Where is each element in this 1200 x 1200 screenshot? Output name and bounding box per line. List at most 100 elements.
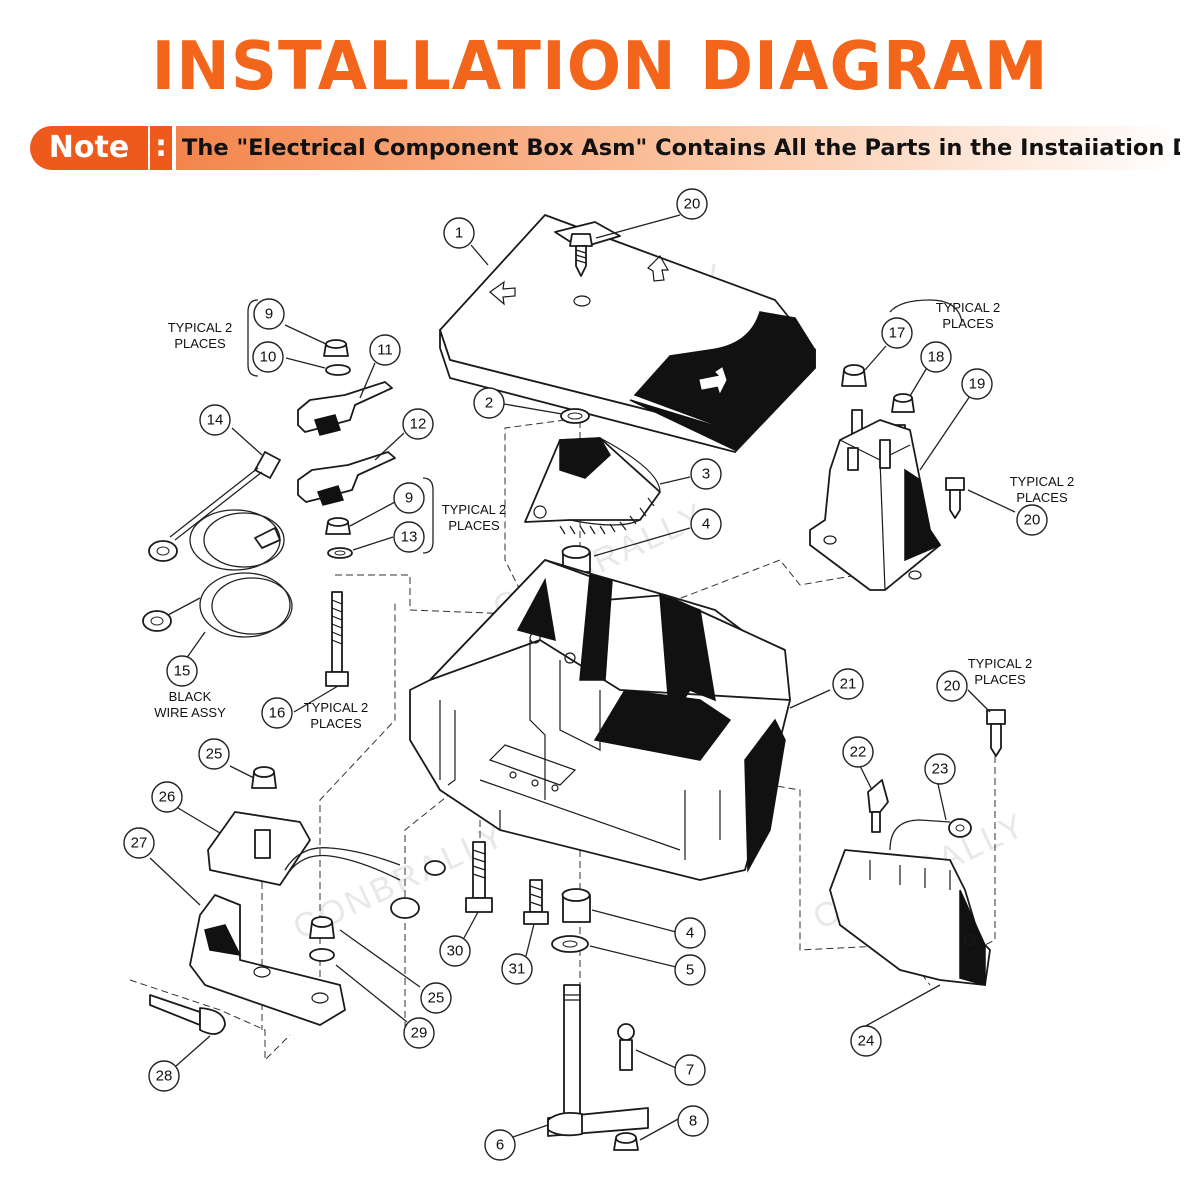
callout-2: 2 xyxy=(473,387,505,419)
callout-20: 20 xyxy=(936,670,968,702)
svg-text:26: 26 xyxy=(159,789,176,806)
svg-text:7: 7 xyxy=(686,1062,694,1079)
component-box-lid xyxy=(439,214,816,453)
page-title: INSTALLATION DIAGRAM xyxy=(151,28,1049,106)
svg-text:27: 27 xyxy=(131,835,148,852)
callout-6: 6 xyxy=(484,1129,516,1161)
callout-28: 28 xyxy=(148,1060,180,1092)
callout-10: 10 xyxy=(252,341,284,373)
brackets xyxy=(247,299,963,554)
callout-17: 17 xyxy=(881,317,913,349)
callout-21: 21 xyxy=(832,668,864,700)
callout-3: 3 xyxy=(690,458,722,490)
svg-text:19: 19 xyxy=(969,376,986,393)
svg-text:9: 9 xyxy=(405,490,413,507)
callout-9: 9 xyxy=(393,482,425,514)
callout-15: 15 xyxy=(166,655,198,687)
svg-text:25: 25 xyxy=(206,746,223,763)
leader-lines xyxy=(149,214,1016,1141)
svg-text:20: 20 xyxy=(1024,512,1041,529)
callout-23: 23 xyxy=(924,753,956,785)
svg-text:1: 1 xyxy=(455,225,463,242)
callout-5: 5 xyxy=(674,954,706,986)
svg-text:20: 20 xyxy=(944,678,961,695)
callout-20: 20 xyxy=(676,188,708,220)
svg-text:30: 30 xyxy=(447,943,464,960)
svg-text:13: 13 xyxy=(401,529,418,546)
svg-text:2: 2 xyxy=(485,395,493,412)
svg-text:29: 29 xyxy=(411,1025,428,1042)
svg-text:3: 3 xyxy=(702,466,710,483)
retaining-ring xyxy=(560,408,590,424)
svg-text:16: 16 xyxy=(269,705,286,722)
svg-text:21: 21 xyxy=(840,676,857,693)
svg-text:17: 17 xyxy=(889,325,906,342)
svg-text:24: 24 xyxy=(858,1033,875,1050)
svg-text:23: 23 xyxy=(932,761,949,778)
callout-25: 25 xyxy=(198,738,230,770)
callout-16: 16 xyxy=(261,697,293,729)
fuse-block xyxy=(829,779,991,986)
component-box-base xyxy=(409,559,791,881)
callout-7: 7 xyxy=(674,1054,706,1086)
solenoid xyxy=(809,364,942,591)
mounting-bracket xyxy=(149,766,446,1035)
spacer-top xyxy=(561,545,591,573)
callout-29: 29 xyxy=(403,1017,435,1049)
svg-text:5: 5 xyxy=(686,962,694,979)
svg-text:20: 20 xyxy=(684,196,701,213)
bottom-hardware xyxy=(465,841,649,1151)
svg-text:22: 22 xyxy=(850,744,867,761)
callout-4: 4 xyxy=(674,917,706,949)
lid-screw xyxy=(569,233,593,277)
svg-text:18: 18 xyxy=(928,349,945,366)
callout-22: 22 xyxy=(842,736,874,768)
callout-11: 11 xyxy=(369,334,401,366)
callout-19: 19 xyxy=(961,368,993,400)
note-text: The "Electrical Component Box Asm" Conta… xyxy=(176,126,1180,170)
svg-text:4: 4 xyxy=(702,516,710,533)
callout-24: 24 xyxy=(850,1025,882,1057)
svg-text:12: 12 xyxy=(410,416,427,433)
switch-segment xyxy=(524,437,661,535)
note-label: Note xyxy=(30,126,148,170)
callout-26: 26 xyxy=(151,781,183,813)
note-banner: Note : The "Electrical Component Box Asm… xyxy=(30,126,1180,170)
callout-1: 1 xyxy=(443,217,475,249)
svg-text:14: 14 xyxy=(207,412,224,429)
svg-text:10: 10 xyxy=(260,349,277,366)
svg-text:25: 25 xyxy=(428,990,445,1007)
callout-13: 13 xyxy=(393,521,425,553)
callout-9: 9 xyxy=(253,298,285,330)
callout-14: 14 xyxy=(199,404,231,436)
svg-text:9: 9 xyxy=(265,306,273,323)
svg-text:8: 8 xyxy=(689,1113,697,1130)
callout-4: 4 xyxy=(690,508,722,540)
wire-assemblies xyxy=(142,451,293,638)
callout-8: 8 xyxy=(677,1105,709,1137)
terminal-stack xyxy=(297,339,396,559)
svg-text:28: 28 xyxy=(156,1068,173,1085)
callout-30: 30 xyxy=(439,935,471,967)
svg-text:6: 6 xyxy=(496,1137,504,1154)
svg-text:31: 31 xyxy=(509,961,526,978)
callout-20: 20 xyxy=(1016,504,1048,536)
callout-25: 25 xyxy=(420,982,452,1014)
callout-18: 18 xyxy=(920,341,952,373)
callout-31: 31 xyxy=(501,953,533,985)
long-bolt xyxy=(325,591,349,687)
callout-12: 12 xyxy=(402,408,434,440)
svg-text:11: 11 xyxy=(377,342,393,359)
note-colon: : xyxy=(150,126,172,170)
screws-right xyxy=(945,477,1006,757)
part-callouts: 1 2 3 4 4 5 6 7 8 9 9 10 11 12 13 14 15 … xyxy=(123,188,1048,1161)
